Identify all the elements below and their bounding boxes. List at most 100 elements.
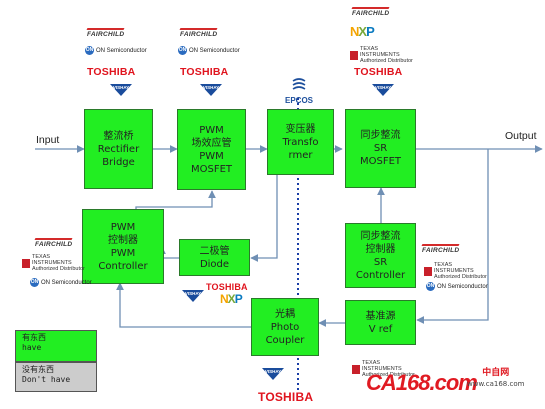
block-label: PWM [110, 247, 136, 259]
pwm-controller-block[interactable]: PWM 控制器 PWM Controller [82, 209, 164, 284]
pwm-mosfet-block[interactable]: PWM 场效应管 PWM MOSFET [177, 109, 246, 190]
toshiba-logo: TOSHIBA [180, 66, 229, 78]
block-label: Coupler [265, 334, 305, 346]
logo-text: FAIRCHILD [35, 241, 73, 248]
block-label: MOSFET [190, 163, 233, 175]
nxp-letter-p: P [234, 292, 243, 306]
block-label: 变压器 [285, 123, 316, 135]
nxp-letter-p: P [366, 24, 375, 39]
block-label: PWM [199, 150, 224, 162]
logo-text: Authorized Distributor [362, 372, 415, 378]
input-label: Input [36, 134, 60, 146]
diode-block[interactable]: 二极管 Diode [179, 239, 250, 276]
block-label: 同步整流 [360, 130, 401, 141]
fairchild-logo: FAIRCHILD [34, 238, 73, 248]
logo-text: TEXAS [360, 46, 379, 52]
output-label: Output [505, 130, 537, 142]
logo-text: INSTRUMENTS [362, 366, 402, 372]
block-label: 二极管 [199, 245, 230, 257]
block-label: PWM [199, 124, 224, 136]
logo-text: INSTRUMENTS [360, 52, 400, 58]
rectifier-bridge-block[interactable]: 整流桥 Rectifier Bridge [84, 109, 153, 189]
ti-icon [350, 50, 358, 60]
logo-text: TEXAS [362, 360, 381, 366]
logo-text: ON Semiconductor [437, 283, 488, 290]
ti-icon [424, 266, 432, 276]
logo-text: Authorized Distributor [32, 266, 85, 272]
block-label: SR [373, 256, 388, 268]
on-semi-icon: ON [178, 46, 187, 55]
legend-dont-have: 没有东西 Don't have [15, 362, 97, 392]
logo-text: ON Semiconductor [96, 47, 147, 54]
toshiba-logo: TOSHIBA [258, 390, 314, 404]
logo-text: FAIRCHILD [87, 31, 125, 38]
block-label: MOSFET [359, 156, 402, 167]
toshiba-logo: TOSHIBA [206, 282, 248, 292]
logo-text: FAIRCHILD [180, 31, 218, 38]
logo-text: INSTRUMENTS [32, 260, 72, 266]
sr-mosfet-block[interactable]: 同步整流 SR MOSFET [345, 109, 416, 188]
watermark-text: www.ca168.com [467, 380, 525, 388]
toshiba-logo: TOSHIBA [87, 66, 136, 78]
nxp-letter-n: N [220, 292, 229, 306]
wire-transformer-to-diode [250, 175, 278, 262]
on-semi-icon: ON [426, 282, 435, 291]
block-label: 基准源 [365, 310, 396, 322]
watermark-text: 中自网 [482, 368, 510, 378]
nxp-letter-n: N [350, 24, 359, 39]
transformer-block[interactable]: 变压器 Transfo rmer [267, 109, 334, 175]
nxp-logo: NXP [350, 24, 375, 39]
block-label: Rectifier [97, 143, 140, 155]
block-label: PWM [110, 221, 136, 233]
block-label: Transfo [282, 136, 319, 148]
nxp-letter-x: X [227, 292, 236, 306]
logo-text: TEXAS [434, 262, 453, 268]
fairchild-logo: FAIRCHILD [351, 7, 390, 17]
ti-icon [22, 258, 30, 268]
block-label: Controller [355, 269, 406, 281]
ca168-watermark: CA168.com [366, 370, 478, 395]
epcos-logo: EPCOS [285, 78, 313, 105]
ti-icon [352, 364, 360, 374]
wire-diode-to-controller [158, 246, 179, 259]
block-label: 控制器 [365, 243, 396, 255]
block-label: SR [373, 143, 388, 154]
nxp-logo: NXP [220, 292, 243, 306]
block-label: Controller [98, 260, 148, 272]
sr-controller-block[interactable]: 同步整流 控制器 SR Controller [345, 223, 416, 288]
fairchild-logo: FAIRCHILD [179, 28, 218, 38]
epcos-wave-icon [292, 78, 306, 90]
toshiba-logo: TOSHIBA [354, 66, 403, 78]
logo-text: EPCOS [285, 96, 314, 105]
block-label: 光耦 [275, 308, 295, 320]
block-label: 整流桥 [103, 130, 134, 142]
block-label: V ref [368, 323, 393, 335]
block-label: Bridge [102, 156, 135, 168]
block-label: rmer [288, 149, 313, 161]
logo-text: TEXAS [32, 254, 51, 260]
wire-vref-tap [416, 149, 489, 324]
logo-text: FAIRCHILD [422, 247, 460, 254]
block-label: Photo [270, 321, 300, 333]
block-label: 控制器 [108, 234, 138, 246]
block-label: 同步整流 [360, 230, 401, 242]
logo-text: Authorized Distributor [360, 58, 413, 64]
legend-label: have [22, 343, 42, 352]
legend-have: 有东西 have [15, 330, 97, 362]
nxp-letter-x: X [358, 24, 367, 39]
logo-text: INSTRUMENTS [434, 268, 474, 274]
photocoupler-block[interactable]: 光耦 Photo Coupler [251, 298, 319, 356]
logo-text: ON Semiconductor [189, 47, 240, 54]
logo-text: FAIRCHILD [352, 10, 390, 17]
block-label: Diode [199, 258, 230, 270]
on-semi-icon: ON [30, 278, 39, 287]
vref-block[interactable]: 基准源 V ref [345, 300, 416, 345]
